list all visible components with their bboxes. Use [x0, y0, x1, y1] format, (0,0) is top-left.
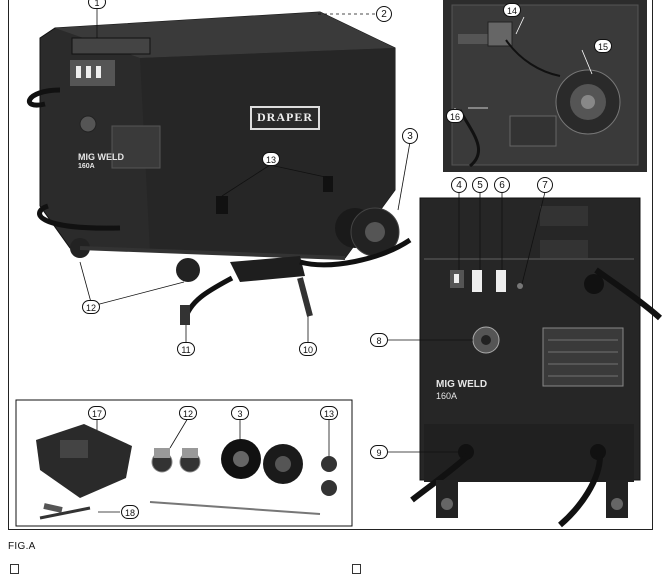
- model-label-front-1: MIG WELD: [436, 379, 488, 390]
- callout-13: 13: [262, 152, 280, 166]
- model-label-side-2: 160A: [78, 163, 95, 170]
- model-label-side-1: MIG WELD: [78, 152, 124, 162]
- page-marker-right: [352, 564, 361, 574]
- model-label-front-2: 160A: [436, 391, 458, 401]
- callout-9: 9: [370, 445, 388, 459]
- callout-18: 18: [121, 505, 139, 519]
- figure-caption: FIG.A: [8, 541, 36, 552]
- callout-11: 11: [177, 342, 195, 356]
- callout-4: 4: [451, 177, 467, 193]
- callout-5: 5: [472, 177, 488, 193]
- callout-8: 8: [370, 333, 388, 347]
- callout-2: 2: [376, 6, 392, 22]
- callout-16: 16: [446, 109, 464, 123]
- callout-7: 7: [537, 177, 553, 193]
- callout-14: 14: [503, 3, 521, 17]
- callout-12: 12: [82, 300, 100, 314]
- callout-15: 15: [594, 39, 612, 53]
- callout-10: 10: [299, 342, 317, 356]
- brand-logo-side: DRAPER: [250, 106, 320, 130]
- callout-12-accessories: 12: [179, 406, 197, 420]
- figure-frame: [8, 0, 653, 530]
- callout-3-accessories: 3: [231, 406, 249, 420]
- page-marker-left: [10, 564, 19, 574]
- callout-6: 6: [494, 177, 510, 193]
- callout-13-accessories: 13: [320, 406, 338, 420]
- callout-17: 17: [88, 406, 106, 420]
- callout-1: 1: [88, 0, 106, 9]
- callout-3: 3: [402, 128, 418, 144]
